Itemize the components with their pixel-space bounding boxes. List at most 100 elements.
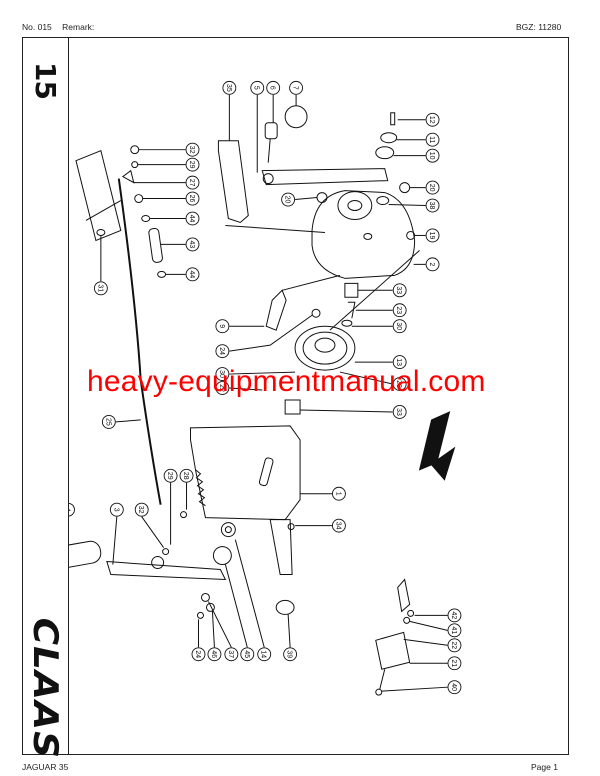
exploded-view-drawing: 3556712111020203819233233092413302822333…: [42, 80, 462, 696]
callout-14: 14: [257, 647, 272, 662]
svg-text:30: 30: [218, 370, 225, 378]
svg-text:31: 31: [96, 284, 103, 292]
callout-35: 35: [222, 80, 237, 95]
svg-text:20: 20: [428, 184, 435, 192]
svg-text:22: 22: [450, 641, 457, 649]
svg-text:37: 37: [227, 650, 234, 658]
callout-19: 19: [425, 228, 440, 243]
callout-29: 29: [185, 157, 200, 172]
callout-6: 6: [266, 80, 281, 95]
callout-20: 20: [425, 180, 440, 195]
callout-42: 42: [447, 608, 462, 623]
svg-text:40: 40: [450, 683, 457, 691]
svg-text:1: 1: [334, 492, 341, 496]
callout-33: 33: [392, 405, 407, 419]
svg-text:28: 28: [395, 380, 402, 388]
callout-20: 20: [281, 192, 296, 207]
callout-3: 3: [109, 502, 124, 517]
callout-27: 27: [185, 175, 200, 190]
gear-13: [294, 325, 356, 371]
callout-32: 32: [134, 502, 149, 517]
callout-26: 26: [185, 191, 200, 206]
svg-text:29: 29: [166, 472, 173, 480]
callout-32: 32: [185, 142, 200, 157]
callout-46: 46: [207, 647, 222, 662]
bracket-plate-35: [217, 140, 249, 224]
watermark: heavy-equipmentmanual.com: [87, 365, 486, 398]
brand-logo: CLAAS: [25, 617, 65, 759]
housing-2: [311, 190, 416, 279]
callout-5: 5: [250, 80, 265, 95]
callout-39: 39: [283, 647, 298, 662]
page-number: Page 1: [531, 762, 558, 772]
svg-text:32: 32: [137, 506, 144, 514]
svg-text:34: 34: [334, 522, 341, 530]
brand-logo-text: CLAAS: [25, 617, 65, 759]
sheet-number: 15: [28, 60, 62, 100]
svg-text:14: 14: [260, 650, 267, 658]
svg-text:9: 9: [218, 324, 225, 328]
svg-text:30: 30: [395, 322, 402, 330]
svg-text:32: 32: [188, 146, 195, 154]
callout-2: 2: [425, 257, 440, 272]
svg-text:4: 4: [69, 508, 71, 512]
svg-text:26: 26: [188, 195, 195, 203]
svg-text:44: 44: [188, 270, 195, 278]
svg-text:46: 46: [210, 650, 217, 658]
svg-text:19: 19: [428, 232, 435, 240]
svg-text:44: 44: [188, 215, 195, 223]
lever-3: [106, 560, 227, 581]
svg-text:20: 20: [284, 196, 291, 204]
callout-31: 31: [93, 281, 108, 296]
svg-text:13: 13: [395, 358, 402, 366]
svg-text:11: 11: [428, 136, 435, 143]
svg-text:25: 25: [104, 418, 111, 426]
callout-33: 33: [392, 283, 407, 298]
callout-25: 25: [101, 414, 116, 429]
callout-7: 7: [289, 80, 304, 95]
callout-37: 37: [224, 647, 239, 662]
callout-4: 4: [61, 502, 75, 517]
callout-28: 28: [392, 377, 407, 391]
svg-text:7: 7: [292, 86, 299, 90]
sheet-number-text: 15: [28, 61, 62, 99]
callout-11: 11: [425, 132, 440, 147]
callout-29: 29: [163, 468, 178, 483]
svg-text:33: 33: [395, 408, 402, 416]
svg-text:5: 5: [253, 86, 260, 90]
remark-label: Remark:: [62, 22, 95, 32]
callout-30: 30: [392, 319, 407, 334]
svg-text:24: 24: [218, 347, 225, 355]
svg-text:21: 21: [450, 659, 457, 667]
callout-1: 1: [331, 486, 346, 501]
bgz-code: BGZ: 11280: [516, 22, 562, 32]
svg-text:43: 43: [188, 241, 195, 249]
knob-7: [284, 105, 308, 129]
svg-text:29: 29: [188, 161, 195, 169]
lever-arm: [261, 168, 389, 186]
svg-text:24: 24: [194, 650, 201, 658]
title-strip: 15 CLAAS: [23, 38, 69, 759]
shaft-9: [265, 289, 287, 331]
callout-30: 30: [215, 367, 230, 381]
callout-23: 23: [392, 303, 407, 318]
svg-text:45: 45: [243, 650, 250, 658]
document-number: No. 015: [22, 22, 52, 32]
callout-12: 12: [425, 112, 440, 127]
svg-text:12: 12: [428, 116, 435, 124]
plate-21: [375, 631, 411, 670]
callout-9: 9: [215, 319, 230, 334]
svg-text:23: 23: [395, 306, 402, 314]
callout-22: 22: [447, 638, 462, 653]
callout-38: 38: [425, 198, 440, 213]
callout-43: 43: [185, 237, 200, 252]
svg-text:39: 39: [286, 650, 293, 658]
svg-text:10: 10: [428, 152, 435, 160]
callout-10: 10: [425, 148, 440, 163]
callout-24: 24: [215, 344, 230, 359]
svg-text:22: 22: [218, 384, 225, 392]
svg-text:6: 6: [269, 86, 276, 90]
callout-44: 44: [185, 211, 200, 226]
grip-4: [42, 540, 102, 571]
